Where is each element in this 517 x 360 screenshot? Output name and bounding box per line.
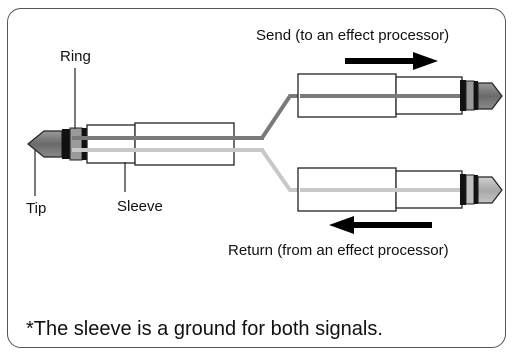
return-plug-tip — [477, 176, 503, 204]
label-ring: Ring — [60, 48, 91, 65]
arrow-right-icon — [345, 52, 438, 70]
trs-plug — [27, 122, 264, 166]
plug-ring — [69, 127, 83, 161]
label-return: Return (from an effect processor) — [228, 242, 449, 259]
send-plug — [297, 73, 503, 118]
label-tip: Tip — [26, 200, 46, 217]
label-send: Send (to an effect processor) — [256, 27, 449, 44]
plug-tip — [27, 130, 63, 158]
diagram-frame — [7, 8, 506, 348]
plug-housing — [134, 122, 235, 166]
return-plug — [297, 167, 503, 212]
ring-insulator — [82, 128, 87, 160]
footnote: *The sleeve is a ground for both signals… — [26, 318, 383, 340]
arrow-left-icon — [329, 216, 432, 234]
tip-insulator — [62, 129, 70, 159]
plug-sleeve — [86, 124, 136, 164]
label-sleeve: Sleeve — [117, 198, 163, 215]
send-plug-tip — [477, 82, 503, 110]
